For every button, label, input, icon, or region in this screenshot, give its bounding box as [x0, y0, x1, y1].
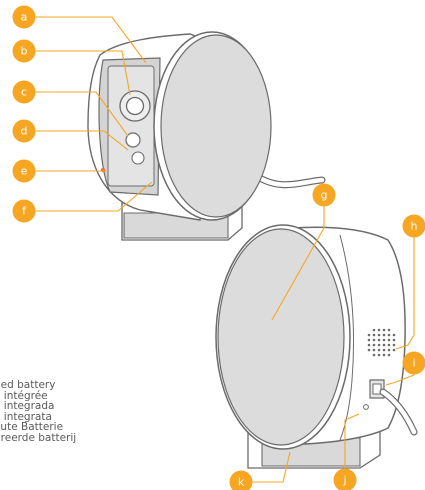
grille-hole [372, 333, 376, 337]
badge-h: h [402, 214, 425, 238]
grille-hole [377, 333, 381, 337]
grille-hole [382, 333, 386, 337]
camera-front-view [87, 31, 326, 241]
leader-h [395, 226, 415, 350]
badge-c-label: c [21, 86, 27, 99]
grille-hole [392, 338, 396, 342]
badge-c: c [12, 80, 36, 104]
badge-b-label: b [21, 45, 28, 58]
badge-e-label: e [21, 165, 28, 178]
leader-c [36, 91, 129, 137]
grille-hole [377, 338, 381, 342]
badge-f: f [12, 199, 36, 223]
grille-hole [367, 333, 371, 337]
grille-hole [392, 343, 396, 347]
badges: a b c d e f g h [12, 5, 425, 490]
badge-f-label: f [22, 205, 27, 218]
grille-hole [377, 353, 381, 357]
leader-g [271, 206, 325, 321]
badge-d: d [12, 119, 36, 143]
leader-b [36, 50, 131, 96]
battery-caption: ded battery e intégrée a integrada a int… [0, 380, 76, 444]
badge-b: b [12, 39, 36, 63]
grille-hole [382, 353, 386, 357]
leader-j [344, 413, 360, 470]
leader-a [36, 16, 147, 64]
badge-g-label: g [321, 189, 328, 202]
grille-hole [372, 348, 376, 352]
grille-hole [387, 328, 391, 332]
badge-j-label: j [342, 474, 346, 487]
grille-hole [372, 353, 376, 357]
badge-e: e [12, 159, 36, 183]
camera-front-sensor-panel [107, 65, 155, 187]
badge-i: i [402, 351, 425, 375]
leader-f [36, 181, 153, 212]
grille-hole [372, 343, 376, 347]
grille-hole [367, 338, 371, 342]
grille-hole [382, 343, 386, 347]
leader-k [252, 451, 291, 483]
caption-line: a integrata [0, 410, 52, 423]
grille-hole [392, 348, 396, 352]
grille-hole [387, 343, 391, 347]
caption-line: e intégrée [0, 389, 48, 402]
grille-hole [382, 338, 386, 342]
leader-lines [36, 16, 415, 483]
caption-line: aute Batterie [0, 421, 64, 434]
grille-hole [377, 328, 381, 332]
camera-back-view [215, 224, 418, 469]
camera-lens [119, 90, 151, 122]
speaker-grille [367, 328, 396, 357]
grille-hole [387, 333, 391, 337]
grille-hole [367, 343, 371, 347]
caption-line: a integrada [0, 400, 55, 413]
grille-hole [387, 348, 391, 352]
caption-line: greerde batterij [0, 431, 77, 444]
badge-a: a [12, 5, 36, 29]
badge-k: k [229, 470, 253, 490]
grille-hole [387, 338, 391, 342]
badge-j: j [333, 468, 357, 490]
badge-h-label: h [411, 220, 418, 233]
grille-hole [382, 348, 386, 352]
grille-hole [377, 343, 381, 347]
badge-d-label: d [21, 125, 28, 138]
badge-k-label: k [238, 476, 245, 489]
grille-hole [372, 328, 376, 332]
badge-g: g [312, 183, 336, 207]
grille-hole [377, 348, 381, 352]
caption-line: ded battery [0, 379, 56, 391]
camera-status-led [131, 151, 145, 165]
badge-a-label: a [21, 11, 28, 24]
reset-button-hole [363, 404, 369, 410]
grille-hole [372, 338, 376, 342]
grille-hole [382, 328, 386, 332]
grille-hole [387, 353, 391, 357]
grille-hole [367, 348, 371, 352]
camera-light-sensor [125, 132, 141, 148]
grille-hole [392, 333, 396, 337]
badge-i-label: i [412, 357, 415, 370]
leader-d [36, 130, 129, 151]
